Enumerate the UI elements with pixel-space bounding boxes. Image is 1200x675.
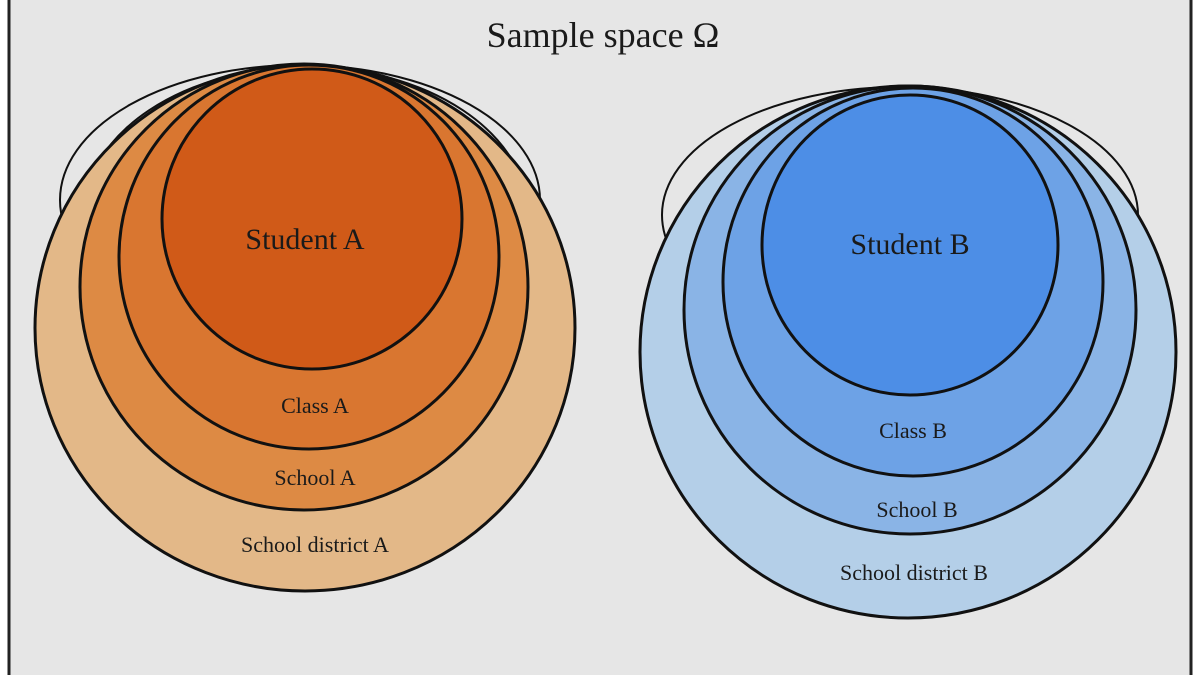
region-student-b (760, 93, 1060, 397)
region-student-a (160, 67, 464, 371)
label-school-a: School A (274, 465, 355, 490)
label-school-district-a: School district A (241, 532, 389, 557)
label-school-b: School B (876, 497, 957, 522)
label-class-a: Class A (281, 393, 349, 418)
label-student-a: Student A (245, 223, 365, 256)
group-b: Student B Class B School B School distri… (638, 84, 1178, 620)
group-a: Student A Class A School A School distri… (33, 62, 577, 593)
label-class-b: Class B (879, 418, 947, 443)
label-school-district-b: School district B (840, 560, 988, 585)
sample-space-title: Sample space Ω (487, 15, 720, 55)
label-student-b: Student B (850, 228, 969, 261)
